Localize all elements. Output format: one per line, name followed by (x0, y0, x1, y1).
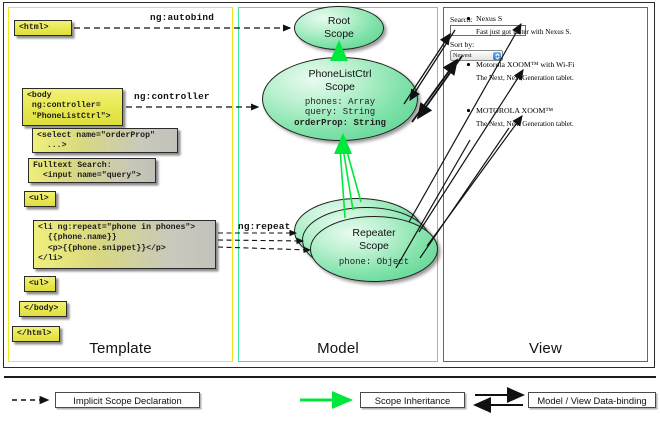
chevron-updown-icon (493, 52, 501, 60)
code-box-body-open: <body ng:controller= "PhoneListCtrl"> (22, 88, 123, 126)
code-box-fulltext-search: Fulltext Search: <input name="query"> (28, 158, 156, 183)
repeater-title-1: Repeater (352, 227, 396, 239)
phonelistctrl-prop-phones: phones: Array (304, 97, 376, 107)
view-phone-name-1[interactable]: Motorola XOOM™ with Wi-Fi (476, 60, 575, 69)
phonelistctrl-prop-orderprop: orderProp: String (294, 117, 386, 128)
view-sort-label: Sort by: (450, 40, 475, 49)
connector-label-ng-controller: ng:controller (134, 91, 210, 102)
root-scope-title-2: Scope (324, 27, 354, 40)
bullet-icon (467, 109, 470, 112)
view-content: Search: Sort by: Newest Nexus S Fast jus… (448, 8, 644, 338)
code-box-li-repeat: <li ng:repeat="phone in phones"> {{phone… (33, 220, 216, 269)
code-box-select: <select name="orderProp" ...> (32, 128, 178, 153)
code-box-ul-open: <ul> (24, 191, 56, 207)
repeater-prop-phone: phone: Object (338, 257, 410, 267)
ellipse-root-scope: Root Scope (294, 6, 384, 50)
panel-label-view: View (528, 340, 563, 357)
phonelistctrl-prop-query: query: String (304, 107, 376, 118)
repeater-title-2: Scope (359, 239, 389, 252)
legend-item-implicit-scope-declaration: Implicit Scope Declaration (55, 392, 200, 408)
sort-by-selected-value: Newest (453, 52, 472, 59)
root-scope-title-1: Root (327, 15, 351, 27)
legend-item-scope-inheritance: Scope Inheritance (360, 392, 465, 408)
view-phone-name-2[interactable]: MOTOROLA XOOM™ (476, 106, 554, 115)
connector-label-ng-autobind: ng:autobind (150, 12, 215, 23)
ellipse-repeater-scope: Repeater Scope phone: Object (310, 216, 438, 282)
view-phone-snippet-0: Fast just got faster with Nexus S. (476, 28, 572, 36)
bullet-icon (467, 17, 470, 20)
code-box-html-open: <html> (14, 20, 72, 36)
legend-divider (4, 376, 656, 378)
view-phone-item-1: Motorola XOOM™ with Wi-Fi The Next, Next… (467, 60, 575, 83)
panel-label-model: Model (317, 340, 359, 357)
view-search-label: Search: (450, 15, 473, 24)
panel-template: Template (8, 7, 233, 362)
view-phone-name-0[interactable]: Nexus S (476, 14, 503, 23)
code-box-ul-close: <ul> (24, 276, 56, 292)
bullet-icon (467, 63, 470, 66)
view-phone-snippet-1: The Next, Next Generation tablet. (476, 74, 574, 82)
code-box-body-close: </body> (19, 301, 67, 317)
panel-label-template: Template (89, 340, 152, 357)
legend-item-model-view-data-binding: Model / View Data-binding (528, 392, 656, 408)
phonelistctrl-title-1: PhoneListCtrl (308, 68, 372, 80)
view-phone-item-0: Nexus S Fast just got faster with Nexus … (467, 14, 572, 37)
view-phone-snippet-2: The Next, Next Generation tablet. (476, 120, 574, 128)
connector-label-ng-repeat: ng:repeat (238, 221, 291, 232)
phonelistctrl-title-2: Scope (325, 80, 355, 93)
ellipse-phonelistctrl-scope: PhoneListCtrl Scope phones: Array query:… (262, 57, 418, 141)
view-phone-item-2: MOTOROLA XOOM™ The Next, Next Generation… (467, 106, 574, 129)
code-box-html-close: </html> (12, 326, 60, 342)
